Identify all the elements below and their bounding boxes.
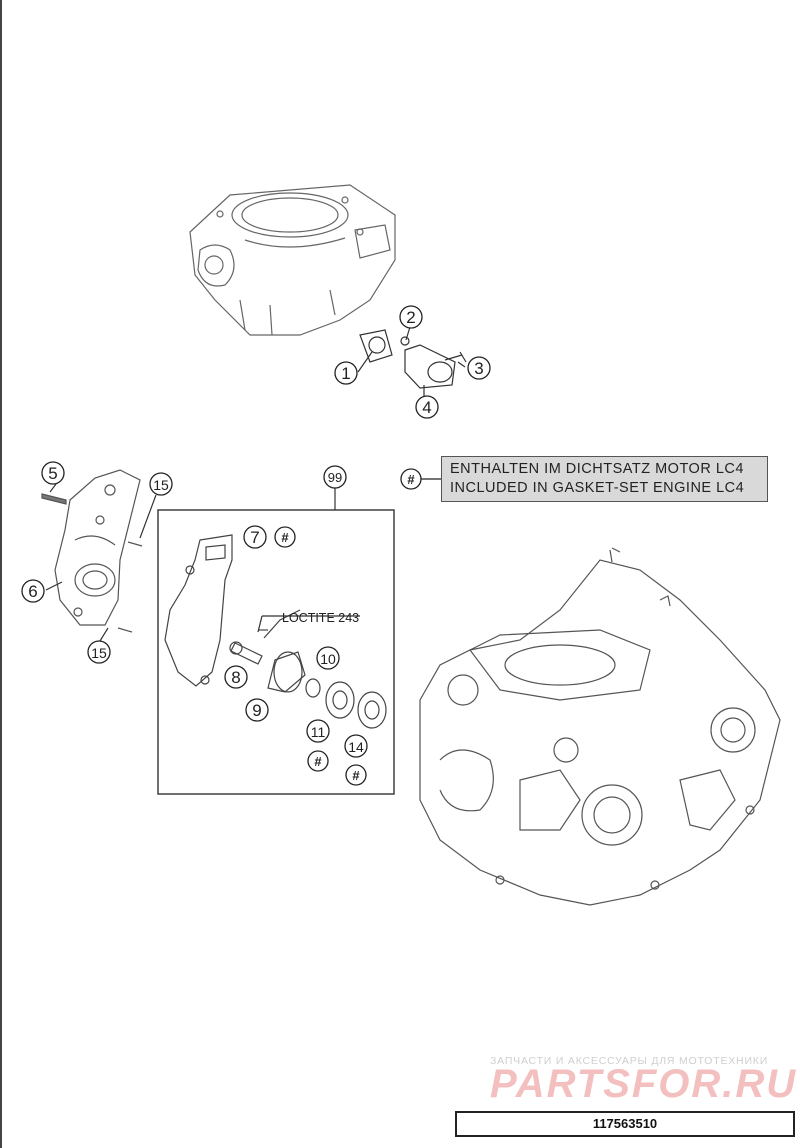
callout-99-circle [323,465,347,489]
callout-15b-circle [87,640,111,664]
callout-3-circle [467,356,491,380]
pump-cover-illustration [41,469,143,633]
callout-7-circle [243,525,267,549]
hash-7: # [281,530,289,545]
callout-11: 11 [311,724,326,740]
callout-8: 8 [231,668,240,687]
callout-circles [21,305,491,786]
callout-15b: 15 [91,645,107,661]
callout-9-circle [245,698,269,722]
callout-8-circle [224,665,248,689]
callout-15a: 15 [153,477,169,493]
callout-15a-circle [149,472,173,496]
callout-10-circle [316,646,340,670]
callout-14-circle [344,734,368,758]
legend-line-2: INCLUDED IN GASKET-SET ENGINE LC4 [450,480,745,496]
legend-line-1: ENTHALTEN IM DICHTSATZ MOTOR LC4 [450,461,744,477]
callout-6: 6 [28,582,37,601]
callout-10: 10 [320,651,336,667]
part-number-box: 117563510 [455,1111,795,1137]
callout-2-circle [399,305,423,329]
callout-7: 7 [250,528,259,547]
callout-labels: 1 2 3 4 5 6 7 8 9 10 11 14 15 15 99 # # … [28,308,483,783]
callout-11-circle [306,719,330,743]
loctite-label: LOCTITE 243 [282,611,360,625]
gasket-illustration [164,534,233,687]
callout-3: 3 [474,359,483,378]
impeller-parts [229,609,306,693]
callout-5: 5 [48,464,57,483]
cylinder-illustration [189,184,396,336]
leader-lines-top [357,326,466,398]
hash-11: # [314,754,322,769]
seal-rings [305,678,387,729]
callout-1: 1 [341,364,350,383]
callout-2: 2 [406,308,415,327]
engine-crankcase-illustration [419,547,781,906]
hash-14-circle [345,764,367,786]
callout-99: 99 [328,470,342,485]
watermark-logo: PARTSFOR.RU [490,1062,798,1106]
callout-9: 9 [252,701,261,720]
legend-box: ENTHALTEN IM DICHTSATZ MOTOR LC4 INCLUDE… [441,456,768,502]
callout-6-circle [21,579,45,603]
leader-lines-left [45,483,157,642]
callout-4-circle [415,395,439,419]
thermostat-parts [359,329,467,389]
callout-4: 4 [422,398,431,417]
legend-hash: # [407,472,415,487]
page-left-border [0,0,2,1148]
watermark-tagline: ЗАПЧАСТИ И АКСЕССУАРЫ ДЛЯ МОТОТЕХНИКИ [490,1055,769,1067]
kit-99-box [157,509,395,795]
hash-11-circle [307,750,329,772]
callout-5-circle [41,461,65,485]
hash-7-circle [274,526,296,548]
callout-1-circle [334,361,358,385]
hash-14: # [352,768,360,783]
callout-14: 14 [348,739,364,755]
